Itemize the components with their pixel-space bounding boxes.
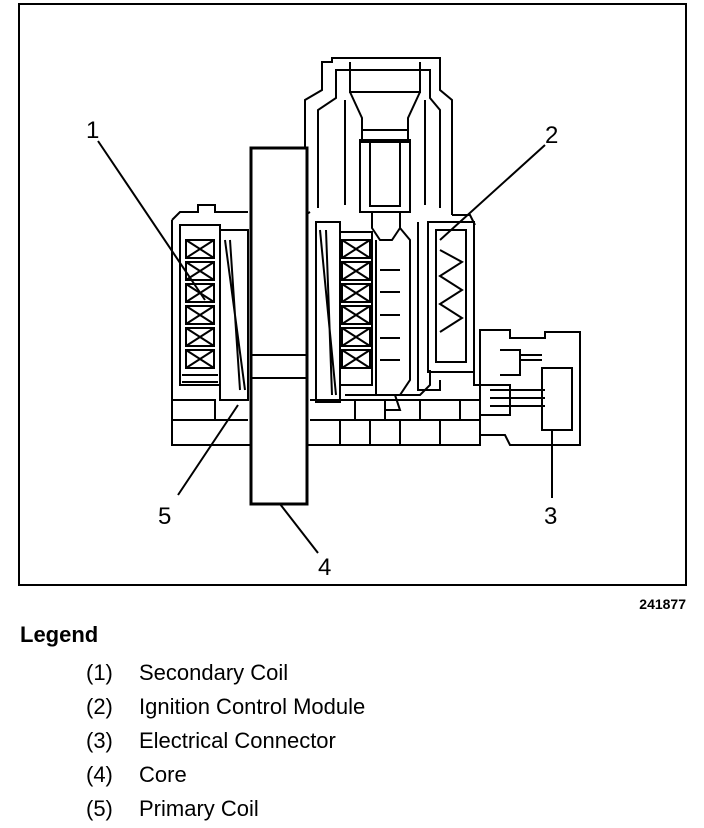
- legend-item-label: Primary Coil: [139, 796, 259, 821]
- legend-item-number: (5): [86, 796, 113, 821]
- legend-item: (3) Electrical Connector: [86, 724, 365, 758]
- leader-line-5: [177, 404, 239, 496]
- leader-lines: [97, 140, 553, 554]
- legend-item: (2) Ignition Control Module: [86, 690, 365, 724]
- callout-1: 1: [86, 117, 99, 144]
- ignition-control-module-body: [427, 221, 475, 373]
- legend-list: (1) Secondary Coil (2) Ignition Control Mo…: [86, 656, 365, 826]
- left-winding-boxes: [185, 239, 215, 369]
- legend-item-number: (1): [86, 660, 113, 685]
- coil-assembly-drawing: [171, 57, 581, 506]
- callout-2: 2: [545, 122, 558, 149]
- connector-housing: [541, 367, 573, 431]
- legend-item-label: Core: [139, 762, 187, 787]
- callout-5: 5: [158, 503, 171, 530]
- legend-item: (5) Primary Coil: [86, 792, 365, 826]
- callout-3: 3: [544, 503, 557, 530]
- legend-item-label: Electrical Connector: [139, 728, 336, 753]
- legend-item: (4) Core: [86, 758, 365, 792]
- leader-line-1: [97, 140, 206, 301]
- right-winding-boxes: [341, 239, 371, 369]
- diagram-frame: [18, 3, 687, 586]
- figure-id: 241877: [639, 596, 686, 612]
- legend-title: Legend: [20, 622, 99, 647]
- core-bar: [249, 146, 309, 506]
- legend-item-label: Secondary Coil: [139, 660, 289, 685]
- legend-item: (1) Secondary Coil: [86, 656, 365, 690]
- legend-item-number: (3): [86, 728, 113, 753]
- leader-line-2: [439, 144, 546, 241]
- callout-4: 4: [318, 554, 331, 581]
- legend-item-number: (4): [86, 762, 113, 787]
- legend-item-number: (2): [86, 694, 113, 719]
- leader-line-4: [279, 503, 319, 554]
- legend-item-label: Ignition Control Module: [139, 694, 366, 719]
